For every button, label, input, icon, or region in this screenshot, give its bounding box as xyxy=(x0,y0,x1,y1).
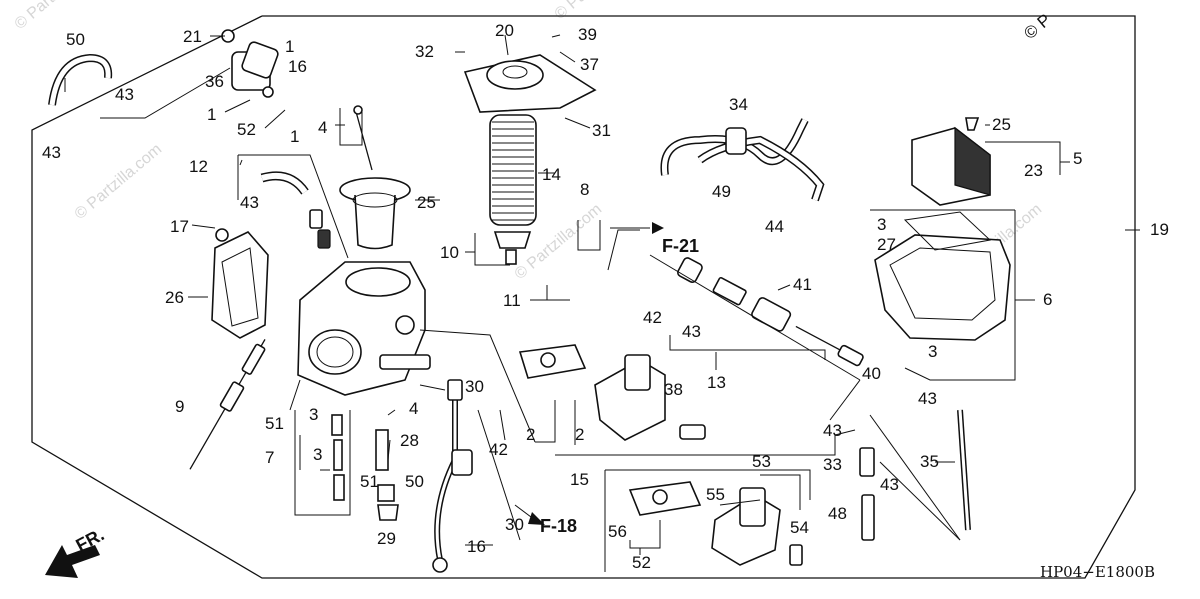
callout-42: 42 xyxy=(643,308,662,327)
callout-16: 16 xyxy=(467,537,486,556)
callout-24: 25 xyxy=(992,115,1011,134)
pilot-screw-part xyxy=(189,339,266,470)
callout-48: 50 xyxy=(405,472,424,491)
callout-43: 43 xyxy=(682,322,701,341)
callout-30: 30 xyxy=(505,515,524,534)
diagram-code: HP04−E1800B xyxy=(1040,563,1155,581)
callout-1: 1 xyxy=(290,127,299,146)
watermark-text: © Partzilla.com xyxy=(552,0,646,23)
callout-46: 48 xyxy=(828,504,847,523)
callout-38: 38 xyxy=(664,380,683,399)
callout-49: 51 xyxy=(360,472,379,491)
callout-29: 30 xyxy=(465,377,484,396)
callout-35: 35 xyxy=(920,452,939,471)
callout-42: 42 xyxy=(489,440,508,459)
carburetor-body-part xyxy=(297,261,431,396)
callout-33: 33 xyxy=(823,455,842,474)
tube-47 xyxy=(49,55,111,106)
callout-43: 43 xyxy=(115,85,134,104)
callout-41: 41 xyxy=(793,275,812,294)
callout-18: 17 xyxy=(170,217,189,236)
assembly-frame xyxy=(31,15,1136,579)
callout-31: 31 xyxy=(592,121,611,140)
callout-51: 51 xyxy=(265,414,284,433)
callout-43: 43 xyxy=(823,421,842,440)
throttle-sensor-part xyxy=(594,354,706,441)
callout-20: 20 xyxy=(495,21,514,40)
callout-47: 50 xyxy=(66,30,85,49)
callout-2: 2 xyxy=(575,425,584,444)
callout-34: 34 xyxy=(729,95,748,114)
callout-39: 39 xyxy=(578,25,597,44)
leader-lines xyxy=(64,34,1140,572)
direction-arrows xyxy=(45,222,664,578)
callout-12: 12 xyxy=(189,157,208,176)
callout-40: 40 xyxy=(862,364,881,383)
callout-55: 55 xyxy=(706,485,725,504)
front-arrow xyxy=(45,545,100,578)
callout-25: 26 xyxy=(165,288,184,307)
air-cutoff-valve-part xyxy=(221,29,279,98)
callout-43: 43 xyxy=(42,143,61,162)
callout-23: 23 xyxy=(1024,161,1043,180)
callout-9: 9 xyxy=(175,397,184,416)
callout-1: 1 xyxy=(285,37,294,56)
callout-4: 4 xyxy=(318,118,327,137)
watermark-text: © Partzilla.com xyxy=(72,141,166,223)
accelerator-pump-part xyxy=(677,257,864,367)
reference-f21[interactable]: F-21 xyxy=(662,236,699,256)
callout-5: 5 xyxy=(1073,149,1082,168)
callout-8: 8 xyxy=(580,180,589,199)
float-chamber-part xyxy=(874,211,1011,341)
callout-43: 43 xyxy=(240,193,259,212)
front-indicator-label: FR. xyxy=(72,524,107,555)
callout-45: 49 xyxy=(712,182,731,201)
callout-32: 32 xyxy=(415,42,434,61)
callout-4: 4 xyxy=(409,399,418,418)
callout-28: 29 xyxy=(377,529,396,548)
callout-3: 3 xyxy=(309,405,318,424)
callout-54: 54 xyxy=(790,518,809,537)
callout-43: 43 xyxy=(880,475,899,494)
callout-17: 16 xyxy=(288,57,307,76)
callout-53: 53 xyxy=(752,452,771,471)
callout-11: 11 xyxy=(503,291,521,310)
callout-7: 7 xyxy=(265,448,274,467)
vacuum-piston-part xyxy=(339,177,411,250)
callout-44: 44 xyxy=(765,217,784,236)
callout-36: 36 xyxy=(205,72,224,91)
carburetor-top-cover-part xyxy=(211,228,269,339)
callout-52: 52 xyxy=(632,553,651,572)
callout-14: 14 xyxy=(542,165,561,184)
callout-37: 37 xyxy=(580,55,599,74)
callout-27: 28 xyxy=(400,431,419,450)
callout-15: 15 xyxy=(570,470,589,489)
callout-21: 21 xyxy=(183,27,202,46)
callout-1: 1 xyxy=(207,105,216,124)
callout-3: 3 xyxy=(877,215,886,234)
reference-f18[interactable]: F-18 xyxy=(540,516,577,536)
callout-2: 2 xyxy=(526,425,535,444)
callout-labels: 21 50 43 43 1 16 36 1 52 1 4 12 43 25 17… xyxy=(42,21,1169,572)
callout-50: 52 xyxy=(237,120,256,139)
diaphragm-bellows-part xyxy=(489,114,537,226)
vacuum-chamber-cap-part xyxy=(463,54,597,113)
callout-13: 13 xyxy=(707,373,726,392)
callout-3: 3 xyxy=(313,445,322,464)
watermark-text: © Partzilla.com xyxy=(12,0,106,33)
sensor-53-part xyxy=(711,487,803,566)
callout-19: 19 xyxy=(1150,220,1169,239)
callout-43: 43 xyxy=(918,389,937,408)
callout-22: 25 xyxy=(417,193,436,212)
callout-56: 56 xyxy=(608,522,627,541)
fuel-cut-solenoid-part xyxy=(911,126,991,206)
callout-3: 3 xyxy=(928,342,937,361)
callout-26: 27 xyxy=(877,235,896,254)
copyright-corner-mark: © P xyxy=(1020,10,1054,43)
jet-needle-part xyxy=(354,107,373,171)
callout-10: 10 xyxy=(440,243,459,262)
callout-6: 6 xyxy=(1043,290,1052,309)
